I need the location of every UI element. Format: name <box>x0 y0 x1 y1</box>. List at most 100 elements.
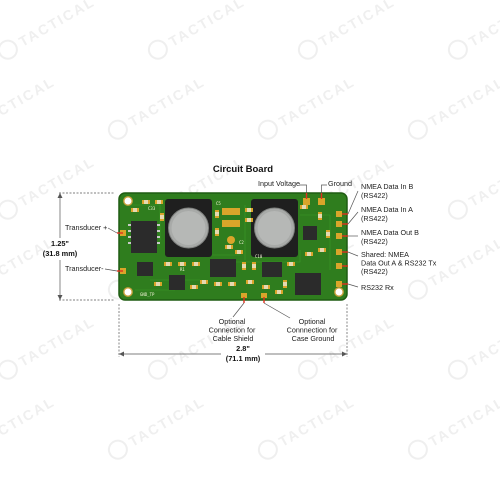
watermark-logo-icon <box>447 39 468 60</box>
watermark-logo-icon <box>297 39 318 60</box>
dimension-height: 1.25" (31.8 mm) <box>43 192 115 301</box>
smd-component-body <box>133 208 137 212</box>
watermark-tile: TACTICAL <box>447 0 500 60</box>
smd-component-body <box>230 282 234 286</box>
watermark-text: TACTICAL <box>276 73 358 129</box>
watermark-text: TACTICAL <box>466 0 500 50</box>
power-pads <box>303 198 325 205</box>
smd-component-body <box>180 262 184 266</box>
watermark-text: TACTICAL <box>16 313 98 369</box>
dimension-width: 2.8" (71.1 mm) <box>118 304 348 365</box>
smd-component-body <box>237 250 241 254</box>
watermark-text: TACTICAL <box>466 313 500 369</box>
watermark-logo-icon <box>0 359 18 380</box>
label-case-ground: Optional Connnection for Case Ground <box>287 317 340 343</box>
svg-text:C5: C5 <box>216 201 221 206</box>
watermark-text: TACTICAL <box>316 0 398 50</box>
smd-component-body <box>283 282 287 286</box>
small-ics <box>137 226 321 295</box>
width-inches: 2.8" <box>236 344 250 353</box>
watermark-tile: TACTICAL <box>0 153 98 220</box>
watermark-text: TACTICAL <box>0 233 58 289</box>
label-shared-data-out: Shared: NMEA Data Out A & RS232 Tx (RS42… <box>361 250 438 276</box>
mounting-holes <box>123 196 344 297</box>
watermark-tile: TACTICAL <box>147 0 248 60</box>
watermark-text: TACTICAL <box>466 153 500 209</box>
annotation-labels: Input Voltage Ground NMEA Data In B (RS4… <box>65 179 438 343</box>
watermark-tile: TACTICAL <box>0 0 98 60</box>
watermark-logo-icon <box>147 359 168 380</box>
svg-text:C33: C33 <box>148 206 156 211</box>
watermark-tile: TACTICAL <box>0 393 58 449</box>
smd-component-body <box>216 282 220 286</box>
ic-left <box>128 221 160 253</box>
leader-lines <box>104 184 359 319</box>
watermark-logo-icon <box>447 359 468 380</box>
watermark-tile: TACTICAL <box>257 73 358 140</box>
label-nmea-out-b: NMEA Data Out B (RS422) <box>361 228 421 246</box>
passive-components <box>131 200 330 294</box>
bottom-pads <box>241 293 267 298</box>
edge-connector-pins <box>336 211 342 287</box>
width-mm: (71.1 mm) <box>226 354 261 363</box>
smd-component-body <box>166 262 170 266</box>
smd-component-body <box>247 208 251 212</box>
watermark-logo-icon <box>147 39 168 60</box>
watermark-text: TACTICAL <box>426 393 500 449</box>
pcb-board: C33 C5 C2 C10 R1 GND_TP <box>117 192 348 303</box>
watermark-tile: TACTICAL <box>0 233 58 289</box>
svg-text:C10: C10 <box>255 254 263 259</box>
watermark-tile: TACTICAL <box>0 73 58 129</box>
watermark-logo-icon <box>257 439 278 460</box>
watermark-text: TACTICAL <box>166 0 248 50</box>
smd-component-body <box>307 252 311 256</box>
watermark-logo-icon <box>407 279 428 300</box>
watermark-text: TACTICAL <box>126 393 208 449</box>
pin-markers <box>117 193 348 303</box>
watermark-text: TACTICAL <box>126 73 208 129</box>
watermark-tile: TACTICAL <box>107 393 208 460</box>
watermark-logo-icon <box>447 199 468 220</box>
watermark-tile: TACTICAL <box>297 0 398 60</box>
smd-component-body <box>160 215 164 219</box>
smd-component-body <box>320 248 324 252</box>
watermark-text: TACTICAL <box>0 393 58 449</box>
smd-component-body <box>248 280 252 284</box>
watermark-logo-icon <box>107 439 128 460</box>
watermark-tile: TACTICAL <box>107 73 208 140</box>
label-nmea-in-a: NMEA Data In A (RS422) <box>361 205 415 223</box>
watermark-text: TACTICAL <box>16 153 98 209</box>
smd-component-body <box>194 262 198 266</box>
diagram-title: Circuit Board <box>213 164 273 175</box>
watermark-tile: TACTICAL <box>447 153 500 220</box>
smd-component-body <box>252 264 256 268</box>
svg-text:R1: R1 <box>180 267 185 272</box>
watermark-tile: TACTICAL <box>407 393 500 460</box>
watermark-logo-icon <box>297 359 318 380</box>
watermark-logo-icon <box>0 199 18 220</box>
watermark-text: TACTICAL <box>0 73 58 129</box>
smd-component-body <box>326 232 330 236</box>
watermark-logo-icon <box>257 119 278 140</box>
smd-component-body <box>192 285 196 289</box>
watermark-tile: TACTICAL <box>257 393 358 460</box>
smd-component-body <box>215 212 219 216</box>
smd-component-body <box>277 290 281 294</box>
watermark-logo-icon <box>407 119 428 140</box>
center-connector <box>222 208 240 244</box>
smd-component-body <box>144 200 148 204</box>
label-transducer-plus: Transducer + <box>65 223 107 232</box>
inductor-right <box>251 199 298 257</box>
label-transducer-minus: Transducer- <box>65 264 104 273</box>
smd-component-body <box>289 262 293 266</box>
label-rs232-rx: RS232 Rx <box>361 283 394 292</box>
svg-text:GND_TP: GND_TP <box>140 292 155 297</box>
label-ground: Ground <box>328 179 352 188</box>
watermark-text: TACTICAL <box>16 0 98 50</box>
smd-component-body <box>156 282 160 286</box>
smd-component-body <box>227 245 231 249</box>
watermark-tile: TACTICAL <box>0 313 98 380</box>
smd-component-body <box>157 200 161 204</box>
silkscreen: C33 C5 C2 C10 R1 GND_TP <box>140 201 263 297</box>
